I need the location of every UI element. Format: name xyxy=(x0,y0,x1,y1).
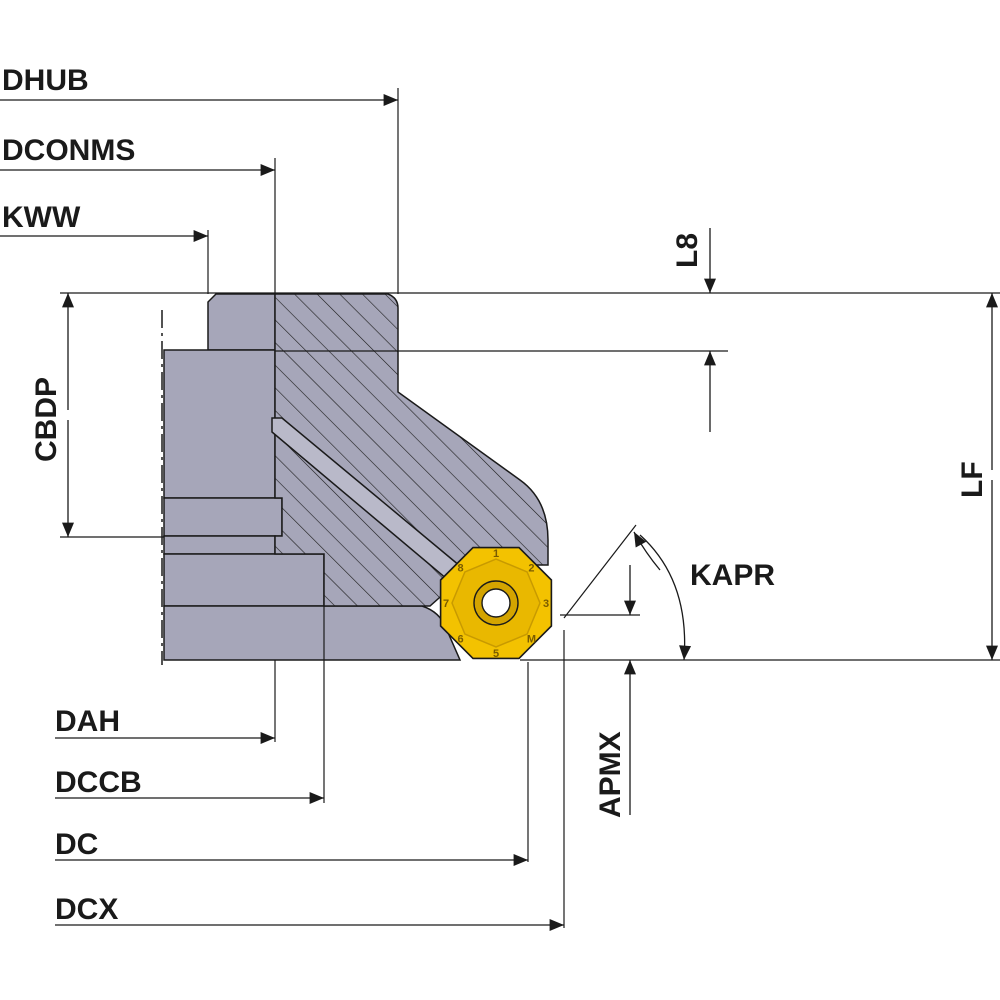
insert-mark: M xyxy=(527,633,536,645)
label-kapr: KAPR xyxy=(690,559,775,592)
bottom-flange xyxy=(163,605,462,661)
label-l8: L8 xyxy=(671,233,704,268)
kapr-arc-start xyxy=(633,531,661,571)
insert-edge-marks: 1 2 3M 5 6 7 8 xyxy=(443,548,549,660)
insert-mark: 7 xyxy=(443,598,449,610)
cutting-insert: 1 2 3M 5 6 7 8 xyxy=(439,546,553,660)
label-dccb: DCCB xyxy=(55,766,142,799)
dimension-lines xyxy=(0,94,998,931)
insert-mark: 3 xyxy=(543,598,549,610)
label-dconms: DCONMS xyxy=(2,134,135,167)
key-block xyxy=(207,293,276,351)
bore-gap xyxy=(163,535,276,555)
cutter-body xyxy=(163,293,462,661)
label-apmx: APMX xyxy=(594,731,627,818)
counterbore-step xyxy=(163,553,325,607)
insert-mark: 6 xyxy=(458,633,464,645)
extension-lines xyxy=(60,88,1000,928)
bore-section xyxy=(163,349,276,499)
label-kww: KWW xyxy=(2,201,81,234)
kapr-arc xyxy=(639,534,692,661)
insert-mark: 8 xyxy=(458,563,464,575)
insert-mark: 1 xyxy=(493,548,499,560)
insert-mark: 5 xyxy=(493,648,499,660)
hatched-section xyxy=(274,293,549,607)
label-dah: DAH xyxy=(55,705,120,738)
label-dhub: DHUB xyxy=(2,64,89,97)
insert-mark: 2 xyxy=(528,563,534,575)
label-dcx: DCX xyxy=(55,893,118,926)
insert-screw-hole xyxy=(481,588,511,618)
label-cbdp: CBDP xyxy=(30,377,63,462)
label-lf: LF xyxy=(956,461,989,498)
bore-step xyxy=(163,497,283,537)
label-dc: DC xyxy=(55,828,98,861)
dimension-labels: DHUB DCONMS KWW CBDP L8 LF KAPR APMX DAH… xyxy=(2,64,989,926)
